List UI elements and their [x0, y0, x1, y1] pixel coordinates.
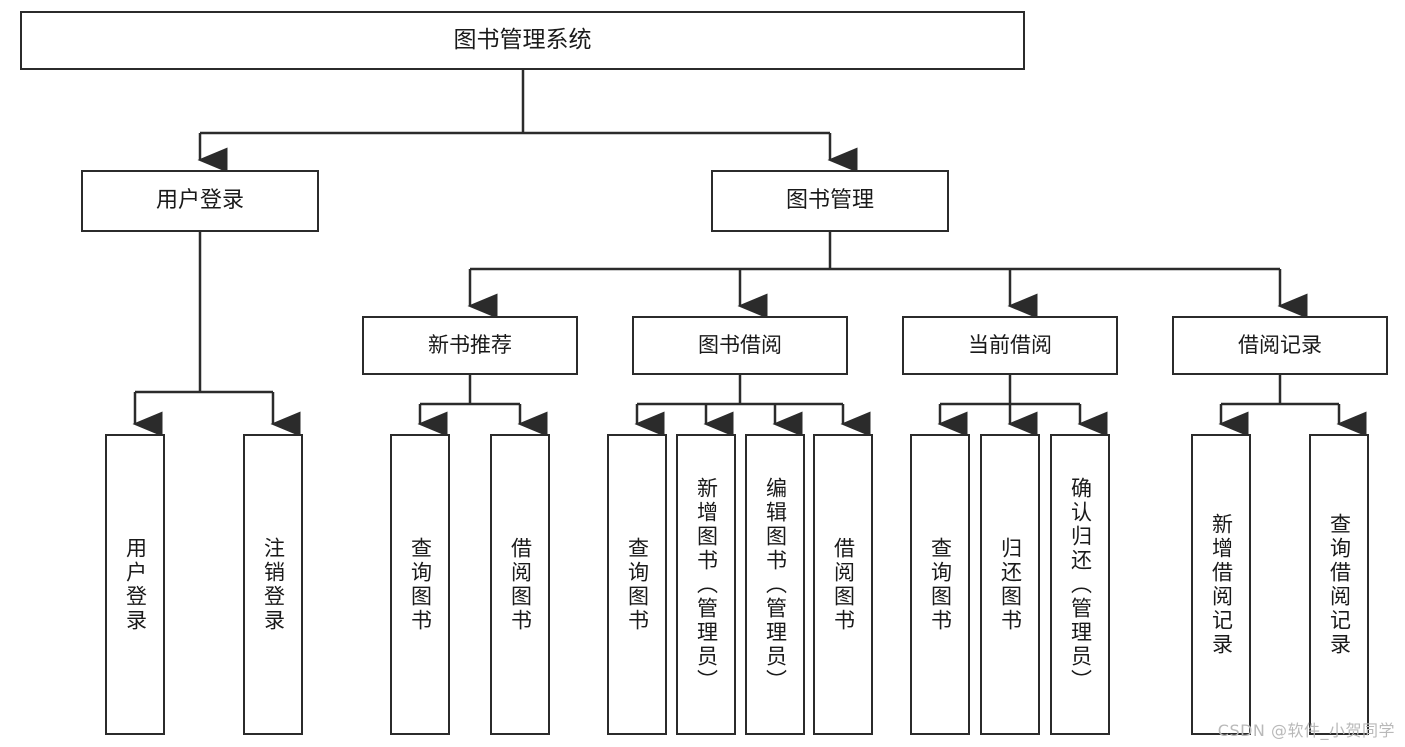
node-book-management[interactable]: 图书管理	[711, 170, 949, 232]
leaf-user-login-logout-label: 注销登录	[261, 537, 286, 633]
node-book-management-label: 图书管理	[785, 188, 874, 214]
leaf-book-borrow-borrow-book-label: 借阅图书	[831, 537, 856, 633]
node-borrow-record-label: 借阅记录	[1238, 333, 1322, 358]
node-root-system-label: 图书管理系统	[453, 26, 592, 53]
node-new-book-recommend[interactable]: 新书推荐	[362, 316, 578, 375]
leaf-book-borrow-edit-book-admin-label: 编辑图书（管理员）	[763, 477, 788, 693]
leaf-borrow-record-query-record[interactable]: 查询借阅记录	[1309, 434, 1369, 735]
leaf-book-borrow-borrow-book[interactable]: 借阅图书	[813, 434, 873, 735]
leaf-user-login-login[interactable]: 用户登录	[105, 434, 165, 735]
leaf-new-book-borrow-book[interactable]: 借阅图书	[490, 434, 550, 735]
leaf-new-book-query-book-label: 查询图书	[408, 537, 433, 633]
node-book-borrow-label: 图书借阅	[698, 333, 782, 358]
node-current-borrow[interactable]: 当前借阅	[902, 316, 1118, 375]
leaf-user-login-logout[interactable]: 注销登录	[243, 434, 303, 735]
node-user-login-label: 用户登录	[155, 188, 244, 214]
leaf-new-book-query-book[interactable]: 查询图书	[390, 434, 450, 735]
leaf-borrow-record-query-record-label: 查询借阅记录	[1327, 513, 1352, 657]
leaf-current-borrow-return-book[interactable]: 归还图书	[980, 434, 1040, 735]
csdn-watermark: CSDN @软件_小贺同学	[1217, 721, 1395, 740]
leaf-current-borrow-return-book-label: 归还图书	[998, 537, 1023, 633]
node-user-login[interactable]: 用户登录	[81, 170, 319, 232]
node-root-system[interactable]: 图书管理系统	[20, 11, 1025, 70]
leaf-borrow-record-add-record-label: 新增借阅记录	[1209, 513, 1234, 657]
leaf-current-borrow-confirm-return-admin-label: 确认归还（管理员）	[1068, 477, 1093, 693]
leaf-book-borrow-add-book-admin[interactable]: 新增图书（管理员）	[676, 434, 736, 735]
leaf-book-borrow-edit-book-admin[interactable]: 编辑图书（管理员）	[745, 434, 805, 735]
leaf-book-borrow-query-book[interactable]: 查询图书	[607, 434, 667, 735]
node-book-borrow[interactable]: 图书借阅	[632, 316, 848, 375]
node-current-borrow-label: 当前借阅	[968, 333, 1052, 358]
leaf-current-borrow-query-book[interactable]: 查询图书	[910, 434, 970, 735]
leaf-new-book-borrow-book-label: 借阅图书	[508, 537, 533, 633]
node-new-book-recommend-label: 新书推荐	[428, 333, 512, 358]
node-borrow-record[interactable]: 借阅记录	[1172, 316, 1388, 375]
leaf-current-borrow-confirm-return-admin[interactable]: 确认归还（管理员）	[1050, 434, 1110, 735]
leaf-user-login-login-label: 用户登录	[123, 537, 148, 633]
leaf-book-borrow-query-book-label: 查询图书	[625, 537, 650, 633]
leaf-current-borrow-query-book-label: 查询图书	[928, 537, 953, 633]
leaf-book-borrow-add-book-admin-label: 新增图书（管理员）	[694, 477, 719, 693]
leaf-borrow-record-add-record[interactable]: 新增借阅记录	[1191, 434, 1251, 735]
